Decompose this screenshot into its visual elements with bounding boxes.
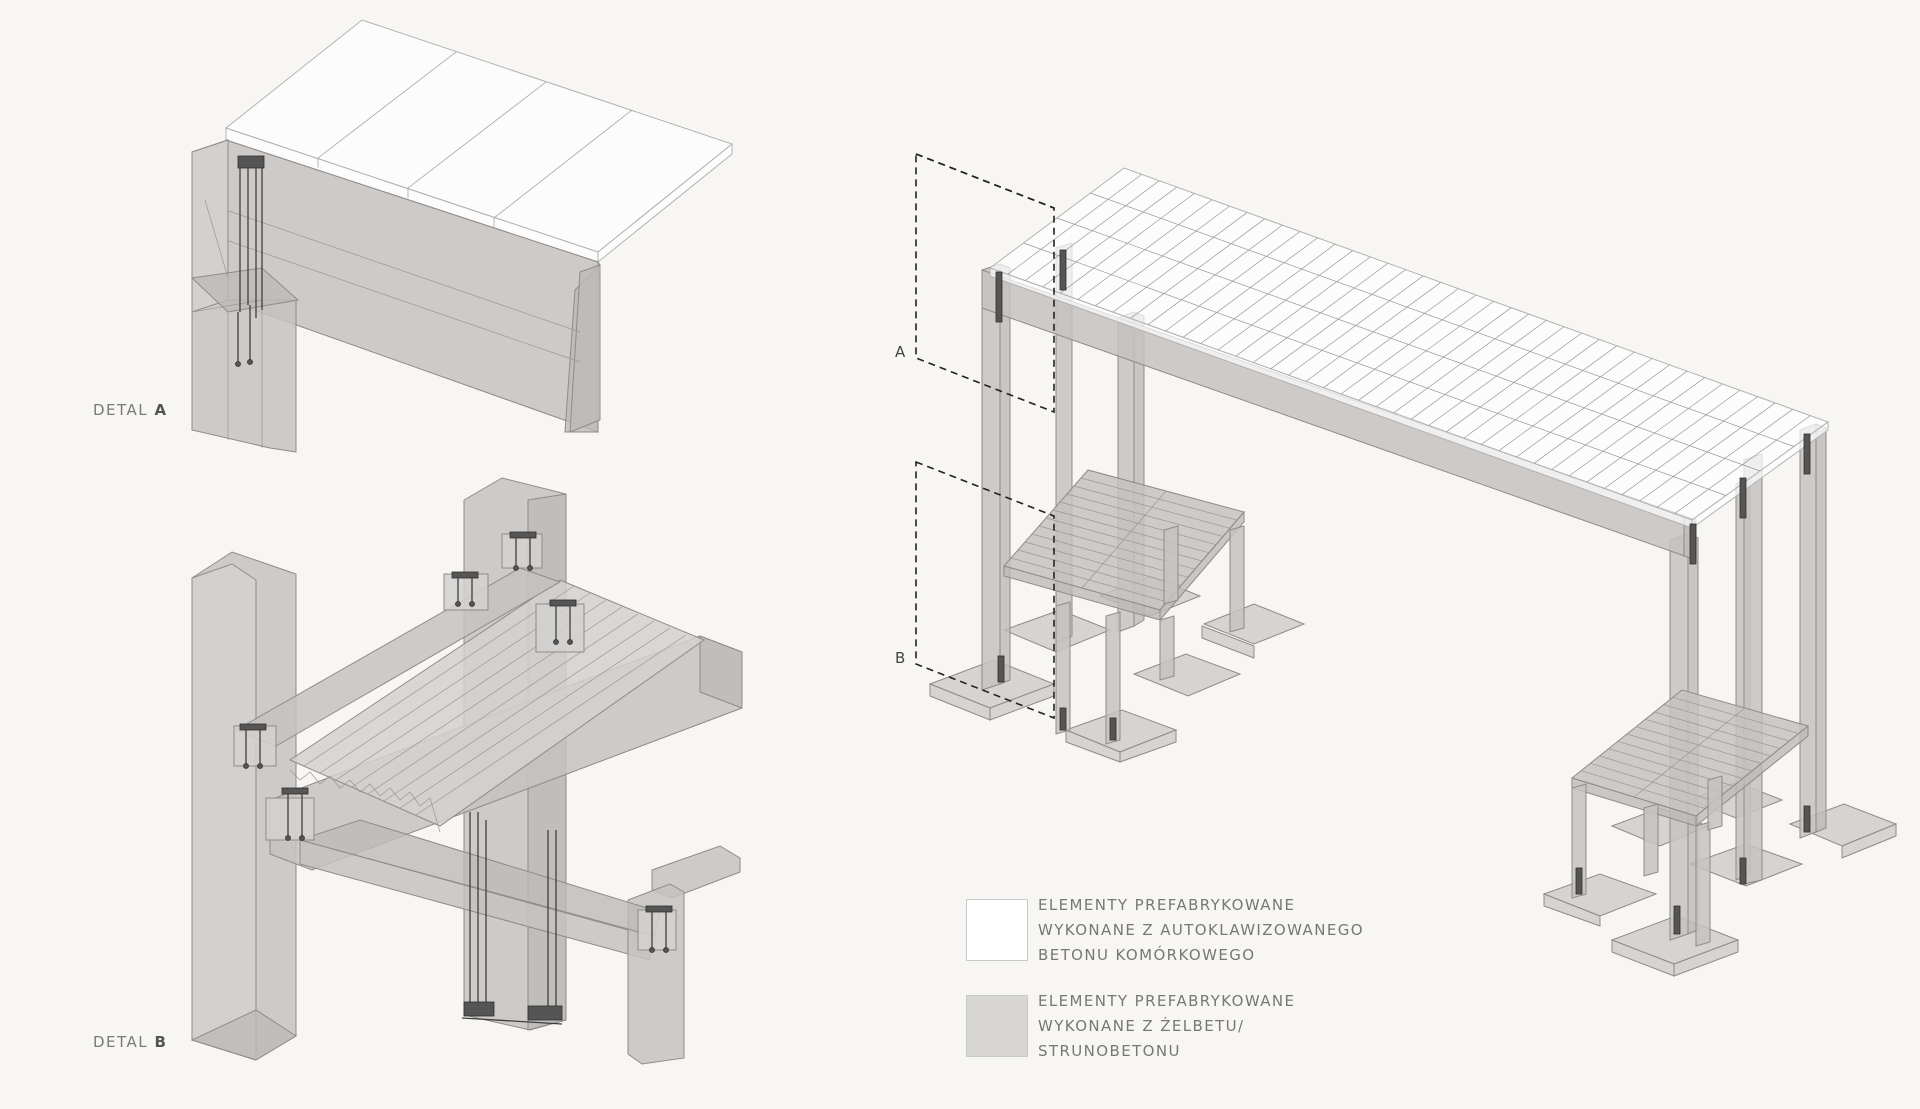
- callout-b-label: B: [895, 649, 906, 667]
- joint-line: [1023, 242, 1727, 496]
- detail-b-ribbed-slab: [288, 579, 706, 827]
- legend-text-reinforced-concrete: ELEMENTY PREFABRYKOWANE WYKONANE Z ŻELBE…: [1038, 989, 1295, 1064]
- legend-rc-line-3: STRUNOBETONU: [1038, 1042, 1181, 1060]
- legend-aac-line-2: WYKONANE Z AUTOKLAWIZOWANEGO: [1038, 921, 1364, 939]
- roof-panel-joints: [1007, 174, 1811, 514]
- detail-a-prefix: DETAL: [93, 401, 149, 419]
- platform-left: [1003, 469, 1245, 745]
- legend-aac-line-3: BETONU KOMÓRKOWEGO: [1038, 946, 1256, 964]
- detail-a-letter: A: [154, 401, 168, 419]
- platform-right: [1570, 689, 1810, 947]
- joint-line: [1090, 192, 1795, 447]
- detail-b-anchor-hardware: [233, 531, 677, 1025]
- detail-b-prefix: DETAL: [93, 1033, 149, 1051]
- detail-b-label: DETAL B: [93, 1033, 167, 1051]
- joint-line: [1633, 707, 1746, 798]
- main-axonometric: [915, 152, 1898, 977]
- legend-swatch-aac: [966, 899, 1028, 961]
- legend-rc-line-2: WYKONANE Z ŻELBETU/: [1038, 1017, 1245, 1035]
- callout-a-label: A: [895, 343, 906, 361]
- joint-line: [1056, 217, 1761, 472]
- detail-a-drawing: [190, 19, 734, 453]
- detail-a-anchor-hardware: [235, 155, 265, 367]
- joint-line: [1081, 490, 1167, 589]
- legend-swatch-reinforced-concrete: [966, 995, 1028, 1057]
- legend-aac-line-1: ELEMENTY PREFABRYKOWANE: [1038, 896, 1296, 914]
- detail-a-label: DETAL A: [93, 401, 168, 419]
- main-connection-hardware: [995, 249, 1811, 935]
- detail-b-drawing: [190, 477, 743, 1065]
- detail-b-letter: B: [154, 1033, 168, 1051]
- legend-text-aac: ELEMENTY PREFABRYKOWANE WYKONANE Z AUTOK…: [1038, 893, 1364, 968]
- callout-frame-b: [915, 460, 1055, 720]
- legend-rc-line-1: ELEMENTY PREFABRYKOWANE: [1038, 992, 1296, 1010]
